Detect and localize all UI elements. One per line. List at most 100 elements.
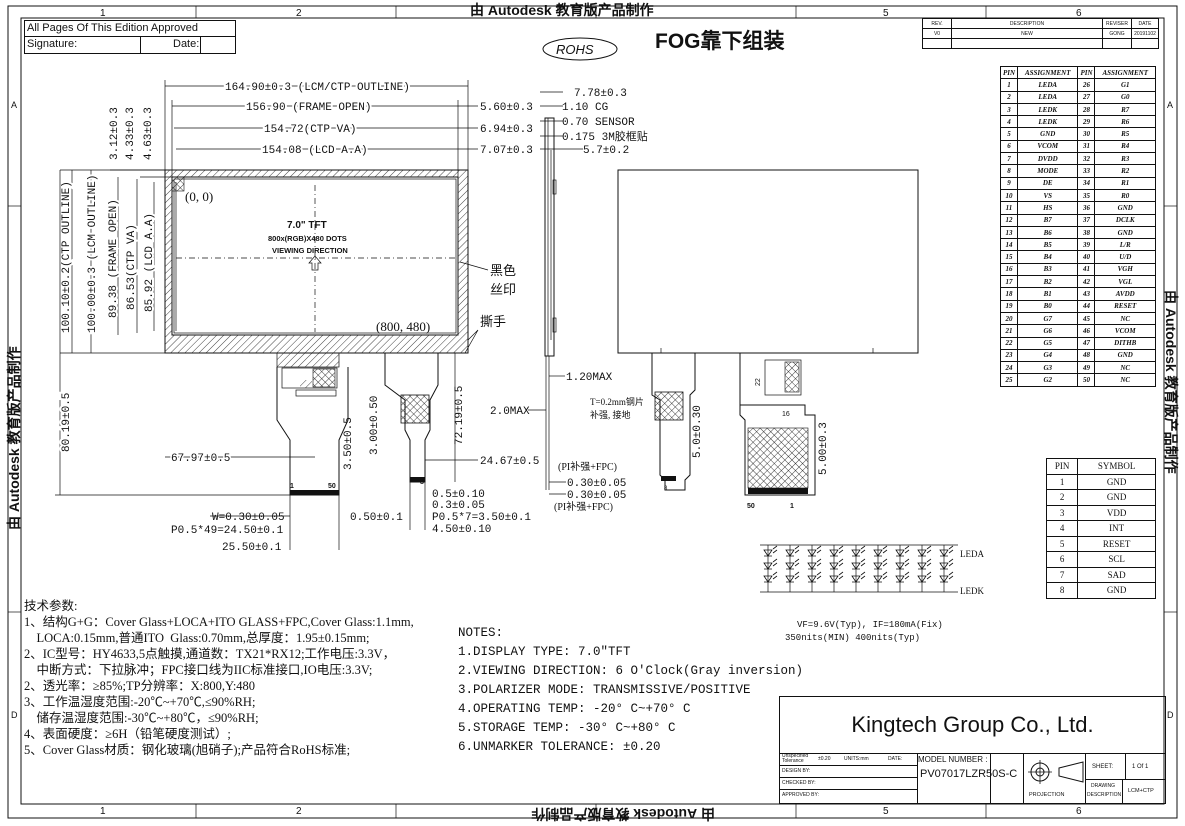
pin-cell: B5 [1016,238,1079,252]
pin-cell: GND [1094,348,1156,363]
tb-sheet-label: SHEET: [1092,764,1114,770]
signature-label: Signature: [27,38,78,50]
pin-header-3: PIN [1077,65,1096,80]
pin-cell: B6 [1016,225,1079,240]
pin-cell: 22 [1000,336,1018,350]
pin-cell: 1 [1000,78,1018,92]
pin-cell: 34 [1077,176,1096,190]
spec-line: 中断方式：下拉脉冲；FPC接口线为IIC标准接口,IO电压:3.3V; [24,663,373,677]
dim-450: 4.50±0.10 [432,524,491,536]
led-diode-icon [851,545,866,557]
grid-col-5: 5 [883,8,889,19]
led-diode-icon [939,558,954,570]
watermark-left: 由 Autodesk 教育版产品制作 [6,346,22,530]
led-diode-icon [895,571,910,583]
pin-cell: 42 [1077,275,1096,289]
rev-reviser: GONG [1102,28,1132,39]
pin-cell: G3 [1016,361,1079,375]
led-diode-icon [807,558,822,570]
pin-cell: 41 [1077,262,1096,277]
tb-design: DESIGN BY: [782,768,811,774]
pin-cell: 26 [1077,78,1096,92]
dim-total-h: 80.19±0.5 [61,393,73,452]
dim-lcd-aa: 154.08 (LCD A.A) [262,145,368,157]
symbol-cell: GND [1077,489,1156,506]
symbol-cell: INT [1077,520,1156,537]
pin-cell: 6 [1000,139,1018,154]
pin-cell: LEDK [1016,115,1079,129]
led-leda: LEDA [960,549,984,559]
pin-cell: R7 [1094,102,1156,117]
dim-v2: 4.33±0.3 [125,107,137,160]
dim-fpc-h2: 3.00±0.50 [369,396,381,455]
pin-cell: 29 [1077,115,1096,129]
led-ledk: LEDK [960,586,984,596]
pull-tab-label: 撕手 [480,314,506,329]
tb-model: PV07017LZR50S-C [920,768,1018,780]
pin-cell: 33 [1077,164,1096,178]
pin-cell: 8 [1000,164,1018,178]
pin-cell: L/R [1094,238,1156,252]
pin-cell: HS [1016,201,1079,215]
watermark-top: 由 Autodesk 教育版产品制作 [470,2,654,18]
led-diode-icon [807,545,822,557]
spec-line: 5、Cover Glass材质：钢化玻璃(旭硝子);产品符合RoHS标准; [24,743,351,757]
note-line: 2.VIEWING DIRECTION: 6 O'Clock(Gray inve… [458,664,804,678]
led-diode-icon [829,558,844,570]
spec-line: 2、透光率：≥85%;TP分辨率：X:800,Y:480 [24,679,256,693]
spec-line: 3、工作温湿度范围:-20℃~+70℃,≤90%RH; [24,695,256,709]
led-diode-icon [895,545,910,557]
side-d5: 5.7±0.2 [583,145,629,157]
dim-w: W=0.30±0.05 [212,512,285,524]
pin-cell: VCOM [1094,324,1156,338]
pin-cell: G2 [1016,373,1079,387]
rev-desc: NEW [951,28,1103,39]
pin-cell: 21 [1000,324,1018,338]
front-view: (0, 0) (800, 480) 7.0" TFT 800x(RGB)X480… [55,80,539,554]
side-view: 7.78±0.3 1.10 CG 0.70 SENSOR 0.175 3M胶框贴… [490,88,648,513]
grid-col-5-bottom: 5 [883,806,889,817]
symbol-cell: 3 [1045,504,1079,521]
led-diode-icon [917,545,932,557]
dim-frame-open: 156.90 (FRAME OPEN) [246,102,371,114]
pin-cell: 39 [1077,238,1096,252]
rev-h-desc: DESCRIPTION [951,18,1103,29]
dim-fpc-r: 24.67±0.5 [480,456,539,468]
led-diode-icon [785,545,800,557]
dim-h-frame: 89.38 (FRAME OPEN) [108,199,120,318]
pin-cell: GND [1094,225,1156,240]
pin-cell: R2 [1094,164,1156,178]
rev-date: 20191102 [1131,28,1159,39]
sym-header-symbol: SYMBOL [1077,458,1156,475]
tb-checked: CHECKED BY: [782,780,816,786]
grid-col-6-bottom: 6 [1076,806,1082,817]
side-d3: 0.70 SENSOR [562,117,635,129]
pin-cell: B4 [1016,250,1079,264]
led-nits: 350nits(MIN) 400nits(Typ) [785,633,920,643]
dim-pitch7: P0.5*7=3.50±0.1 [432,512,531,524]
inner-border [20,17,1165,805]
led-diode-icon [917,558,932,570]
pin-cell: G4 [1016,348,1079,363]
back-pin-50: 50 [747,503,755,510]
spec-line: 2、IC型号：HY4633,5点触摸,通道数：TX21*RX12;工作电压:3.… [24,647,396,661]
pin-cell: DITHB [1094,336,1156,350]
pin-cell: DCLK [1094,213,1156,227]
pin-cell: G7 [1016,311,1079,326]
symbol-cell: GND [1077,582,1156,599]
symbol-cell: 6 [1045,551,1079,568]
pin-cell: 11 [1000,201,1018,215]
pin-cell: R3 [1094,152,1156,166]
pin-cell: LEDA [1016,78,1079,92]
